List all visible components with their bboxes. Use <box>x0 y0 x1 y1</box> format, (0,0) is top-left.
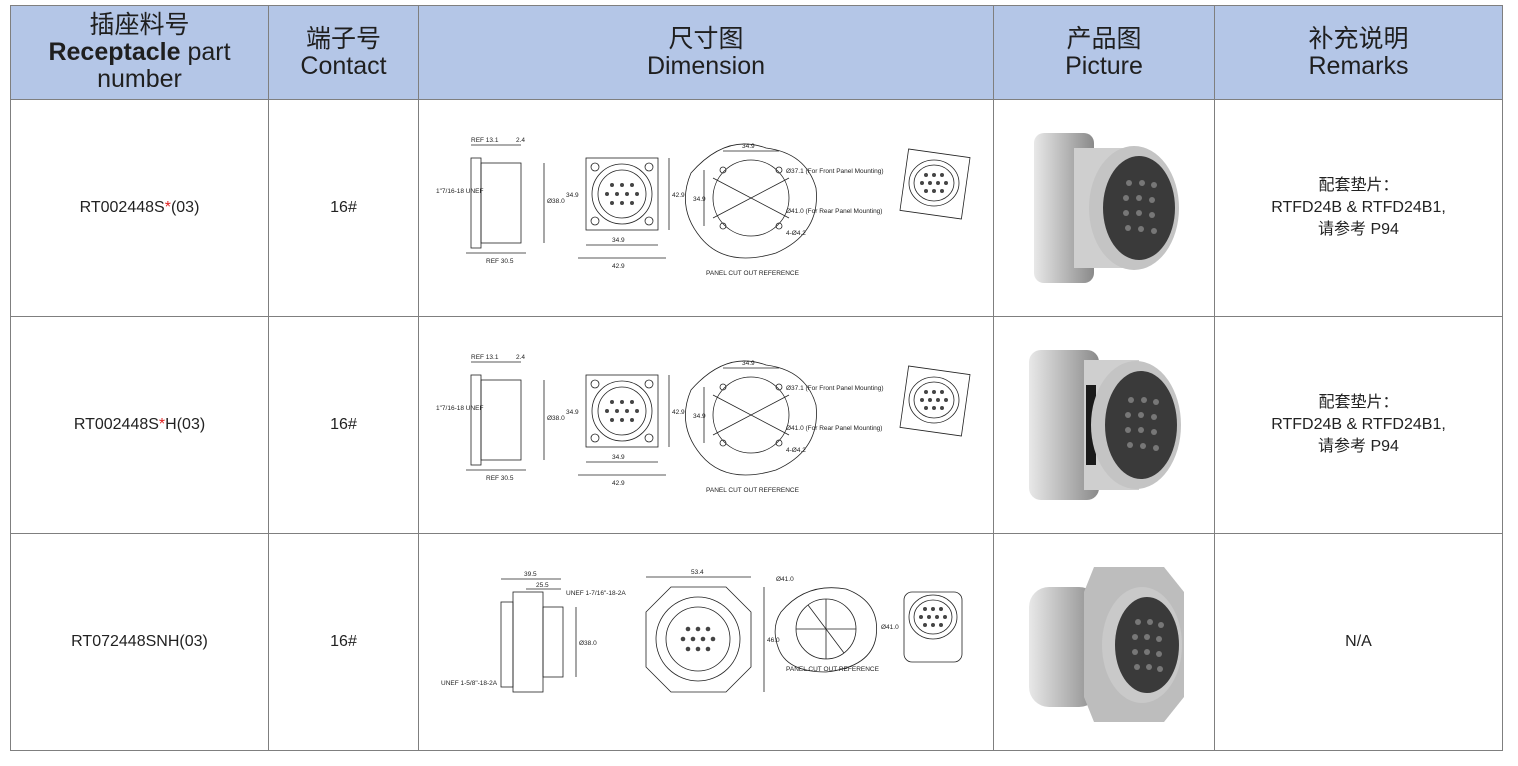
header-contact-en: Contact <box>300 51 387 80</box>
header-part-en-line2: number <box>97 65 182 93</box>
header-picture-en: Picture <box>1065 51 1143 80</box>
dim-front: Ø37.1 (For Front Panel Mounting) <box>786 385 884 392</box>
dim-429: 42.9 <box>672 409 685 416</box>
dim-rear: Ø41.0 (For Rear Panel Mounting) <box>786 208 882 215</box>
header-part-en-rest: part <box>180 38 231 66</box>
part-prefix: RT072448SNH(03) <box>71 633 208 650</box>
dimension-cell: 39.5 25.5 UNEF 1-7/16"-18-2A Ø38.0 UNEF … <box>418 533 994 751</box>
dimension-drawing: 39.5 25.5 UNEF 1-7/16"-18-2A Ø38.0 UNEF … <box>441 569 963 693</box>
part-number-cell: RT002448S*(03) <box>10 99 269 317</box>
table-row: RT002448S*(03) 16# <box>10 99 1503 317</box>
part-star: * <box>158 416 166 433</box>
dim-unef1: UNEF 1-7/16"-18-2A <box>566 590 626 597</box>
header-dimension-cn: 尺寸图 <box>668 24 744 53</box>
dimension-cell: REF 13.1 2.4 REF 30.5 Ø38.0 1"7/16-18 UN… <box>418 316 994 534</box>
header-part-en-bold: Receptacle <box>48 38 181 66</box>
dim-thread: 1"7/16-18 UNEF <box>436 405 483 412</box>
dimension-drawing: REF 13.1 2.4 REF 30.5 Ø38.0 1"7/16-18 UN… <box>436 137 971 277</box>
part-suffix: (03) <box>170 199 200 216</box>
header-part-number: 插座料号 Receptacle part number <box>10 5 269 100</box>
dim-349b: 34.9 <box>612 237 625 244</box>
dim-24: 2.4 <box>516 137 525 144</box>
remarks-cell: N/A <box>1214 533 1503 751</box>
dim-holes: 4-Ø4.2 <box>786 447 806 454</box>
header-part-cn: 插座料号 <box>89 11 190 39</box>
connector-photo <box>1034 133 1179 283</box>
remarks-line1: 配套垫片： <box>1318 394 1399 411</box>
dim-panel: PANEL CUT OUT REFERENCE <box>706 487 800 494</box>
dimension-cell: REF 13.1 2.4 REF 30.5 Ø38.0 1"7/16-18 UN… <box>418 99 994 317</box>
dim-24: 2.4 <box>516 354 525 361</box>
header-row: 插座料号 Receptacle part number 端子号 Contact … <box>10 5 1503 100</box>
contact-cell: 16# <box>268 533 419 751</box>
dim-cut-dia2: Ø41.0 <box>881 624 899 631</box>
remarks-line1: N/A <box>1345 633 1372 650</box>
dim-ref-bottom: REF 30.5 <box>486 258 514 265</box>
remarks-cell: 配套垫片： RTFD24B & RTFD24B1, 请参考 P94 <box>1214 316 1503 534</box>
dim-395: 39.5 <box>524 571 537 578</box>
dim-dia38: Ø38.0 <box>547 415 565 422</box>
header-remarks: 补充说明 Remarks <box>1214 5 1503 100</box>
dim-front: Ø37.1 (For Front Panel Mounting) <box>786 168 884 175</box>
dim-cut-349v: 34.9 <box>693 413 706 420</box>
dim-349b: 34.9 <box>612 454 625 461</box>
remarks-line1: 配套垫片： <box>1318 177 1399 194</box>
dim-cut-349: 34.9 <box>742 143 755 150</box>
header-remarks-cn: 补充说明 <box>1308 24 1409 53</box>
contact-cell: 16# <box>268 99 419 317</box>
dim-dia38: Ø38.0 <box>579 640 597 647</box>
dim-349: 34.9 <box>566 409 579 416</box>
dim-349: 34.9 <box>566 192 579 199</box>
dimension-drawing: REF 13.1 2.4 REF 30.5 Ø38.0 1"7/16-18 UN… <box>436 354 971 494</box>
remarks-line2: RTFD24B & RTFD24B1, <box>1271 416 1446 433</box>
remarks-line2: RTFD24B & RTFD24B1, <box>1271 199 1446 216</box>
picture-cell <box>993 533 1215 751</box>
dim-holes: 4-Ø4.2 <box>786 230 806 237</box>
remarks-line3: 请参考 P94 <box>1318 221 1399 238</box>
picture-cell <box>993 316 1215 534</box>
header-dimension: 尺寸图 Dimension <box>418 5 994 100</box>
table-row: RT002448S*H(03) 16# <box>10 316 1503 534</box>
part-suffix: H(03) <box>165 416 206 433</box>
contact-cell: 16# <box>268 316 419 534</box>
dim-cut-349: 34.9 <box>742 360 755 367</box>
header-remarks-en: Remarks <box>1308 51 1409 80</box>
header-contact: 端子号 Contact <box>268 5 419 100</box>
remarks-line3: 请参考 P94 <box>1318 438 1399 455</box>
dim-cut-349v: 34.9 <box>693 196 706 203</box>
dim-ref-top: REF 13.1 <box>471 354 499 361</box>
remarks-cell: 配套垫片： RTFD24B & RTFD24B1, 请参考 P94 <box>1214 99 1503 317</box>
dim-unef2: UNEF 1-5/8"-18-2A <box>441 680 498 687</box>
dim-534: 53.4 <box>691 569 704 576</box>
spec-table: 插座料号 Receptacle part number 端子号 Contact … <box>10 5 1503 751</box>
dim-dia38: Ø38.0 <box>547 198 565 205</box>
dim-ref-bottom: REF 30.5 <box>486 475 514 482</box>
header-dimension-en: Dimension <box>646 51 766 80</box>
picture-cell <box>993 99 1215 317</box>
dim-cut-dia: Ø41.0 <box>776 576 794 583</box>
connector-photo <box>1029 350 1181 500</box>
dim-429: 42.9 <box>672 192 685 199</box>
part-prefix: RT002448S <box>79 199 165 216</box>
dim-429b: 42.9 <box>612 480 625 487</box>
dim-thread: 1"7/16-18 UNEF <box>436 188 483 195</box>
dim-ref-top: REF 13.1 <box>471 137 499 144</box>
part-star: * <box>164 199 171 216</box>
header-picture-cn: 产品图 <box>1066 24 1142 53</box>
dim-panel: PANEL CUT OUT REFERENCE <box>706 270 800 277</box>
dim-255: 25.5 <box>536 582 549 589</box>
part-number-cell: RT072448SNH(03) <box>10 533 269 751</box>
header-picture: 产品图 Picture <box>993 5 1215 100</box>
part-number-cell: RT002448S*H(03) <box>10 316 269 534</box>
dim-460: 46.0 <box>767 637 780 644</box>
part-prefix: RT002448S <box>73 416 159 433</box>
table-row: RT072448SNH(03) 16# <box>10 533 1503 751</box>
dim-rear: Ø41.0 (For Rear Panel Mounting) <box>786 425 882 432</box>
dim-panel: PANEL CUT OUT REFERENCE <box>786 666 880 673</box>
dim-429b: 42.9 <box>612 263 625 270</box>
connector-photo <box>1029 567 1184 722</box>
header-contact-cn: 端子号 <box>305 24 381 53</box>
